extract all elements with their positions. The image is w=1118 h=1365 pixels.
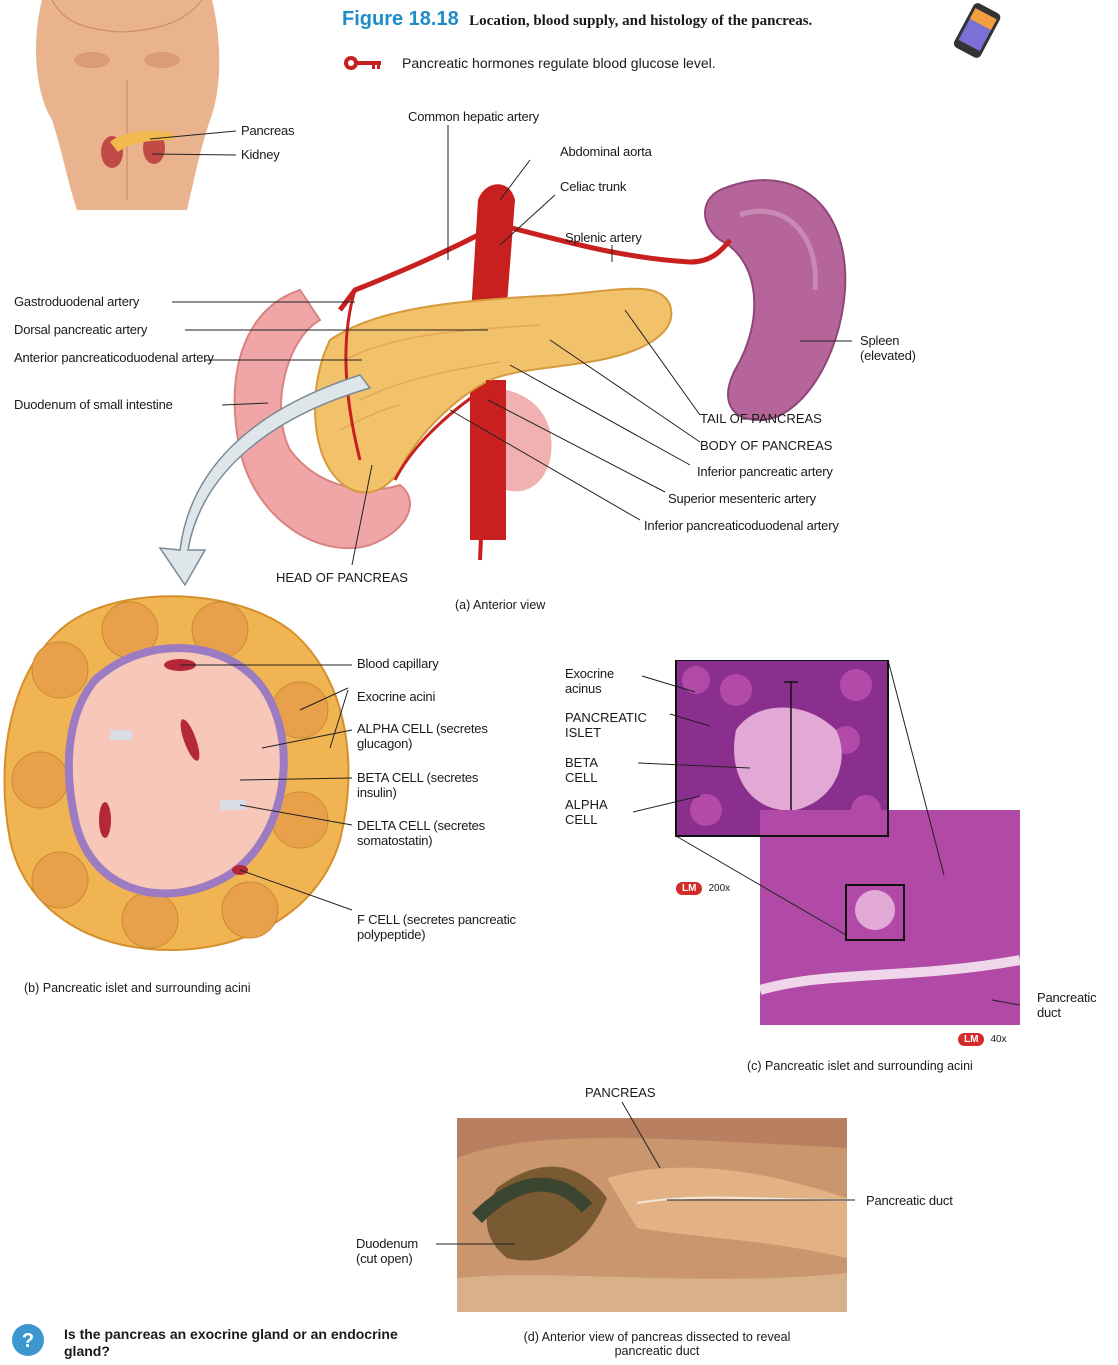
question-icon: ? <box>10 1322 46 1358</box>
magnification-low: LM 40x <box>958 1033 1007 1046</box>
label-c-pancreatic-duct: Pancreatic duct <box>1037 990 1109 1020</box>
caption-panel-c: (c) Pancreatic islet and surrounding aci… <box>747 1059 973 1073</box>
label-c-alpha-cell: ALPHA CELL <box>565 797 615 827</box>
caption-panel-d: (d) Anterior view of pancreas dissected … <box>512 1330 802 1358</box>
panel-d-leader-lines <box>430 1090 860 1280</box>
label-pancreatic-islet: PANCREATIC ISLET <box>565 710 665 740</box>
label-exocrine-acini: Exocrine acini <box>357 689 435 704</box>
label-tail-of-pancreas: TAIL OF PANCREAS <box>700 411 822 426</box>
caption-panel-a: (a) Anterior view <box>455 598 545 612</box>
label-spleen: Spleen (elevated) <box>860 333 932 363</box>
panel-c-leader-lines <box>600 660 1060 1020</box>
label-anterior-pancreaticoduodenal-artery: Anterior pancreaticoduodenal artery <box>14 350 214 365</box>
label-beta-cell: BETA CELL (secretes insulin) <box>357 770 497 800</box>
label-d-pancreatic-duct: Pancreatic duct <box>866 1193 953 1208</box>
pancreas-anterior-illustration <box>0 0 1118 620</box>
label-body-of-pancreas: BODY OF PANCREAS <box>700 438 832 453</box>
label-inferior-pancreatic-artery: Inferior pancreatic artery <box>697 464 833 479</box>
label-head-of-pancreas: HEAD OF PANCREAS <box>276 570 408 585</box>
label-splenic-artery: Splenic artery <box>565 230 642 245</box>
label-alpha-cell: ALPHA CELL (secretes glucagon) <box>357 721 507 751</box>
magnification-200x: 200x <box>708 883 730 894</box>
label-gastroduodenal-artery: Gastroduodenal artery <box>14 294 139 309</box>
label-common-hepatic-artery: Common hepatic artery <box>408 109 539 124</box>
lm-badge: LM <box>676 882 702 895</box>
label-blood-capillary: Blood capillary <box>357 656 439 671</box>
label-delta-cell: DELTA CELL (secretes somatostatin) <box>357 818 532 848</box>
label-superior-mesenteric-artery: Superior mesenteric artery <box>668 491 816 506</box>
question-text: Is the pancreas an exocrine gland or an … <box>64 1326 404 1360</box>
label-inferior-pancreaticoduodenal-artery: Inferior pancreaticoduodenal artery <box>644 518 839 533</box>
label-f-cell: F CELL (secretes pancreatic polypeptide) <box>357 912 527 942</box>
label-d-pancreas: PANCREAS <box>585 1085 656 1100</box>
svg-text:?: ? <box>22 1330 34 1352</box>
label-duodenum-small-intestine: Duodenum of small intestine <box>14 397 173 412</box>
islet-illustration <box>0 590 360 970</box>
label-abdominal-aorta: Abdominal aorta <box>560 144 652 159</box>
label-celiac-trunk: Celiac trunk <box>560 179 626 194</box>
label-d-duodenum: Duodenum (cut open) <box>356 1236 436 1266</box>
caption-panel-b: (b) Pancreatic islet and surrounding aci… <box>24 981 251 995</box>
magnification-high: LM 200x <box>676 882 730 895</box>
label-dorsal-pancreatic-artery: Dorsal pancreatic artery <box>14 322 147 337</box>
lm-badge: LM <box>958 1033 984 1046</box>
label-c-beta-cell: BETA CELL <box>565 755 615 785</box>
magnification-40x: 40x <box>990 1034 1006 1045</box>
label-exocrine-acinus: Exocrine acinus <box>565 666 637 696</box>
